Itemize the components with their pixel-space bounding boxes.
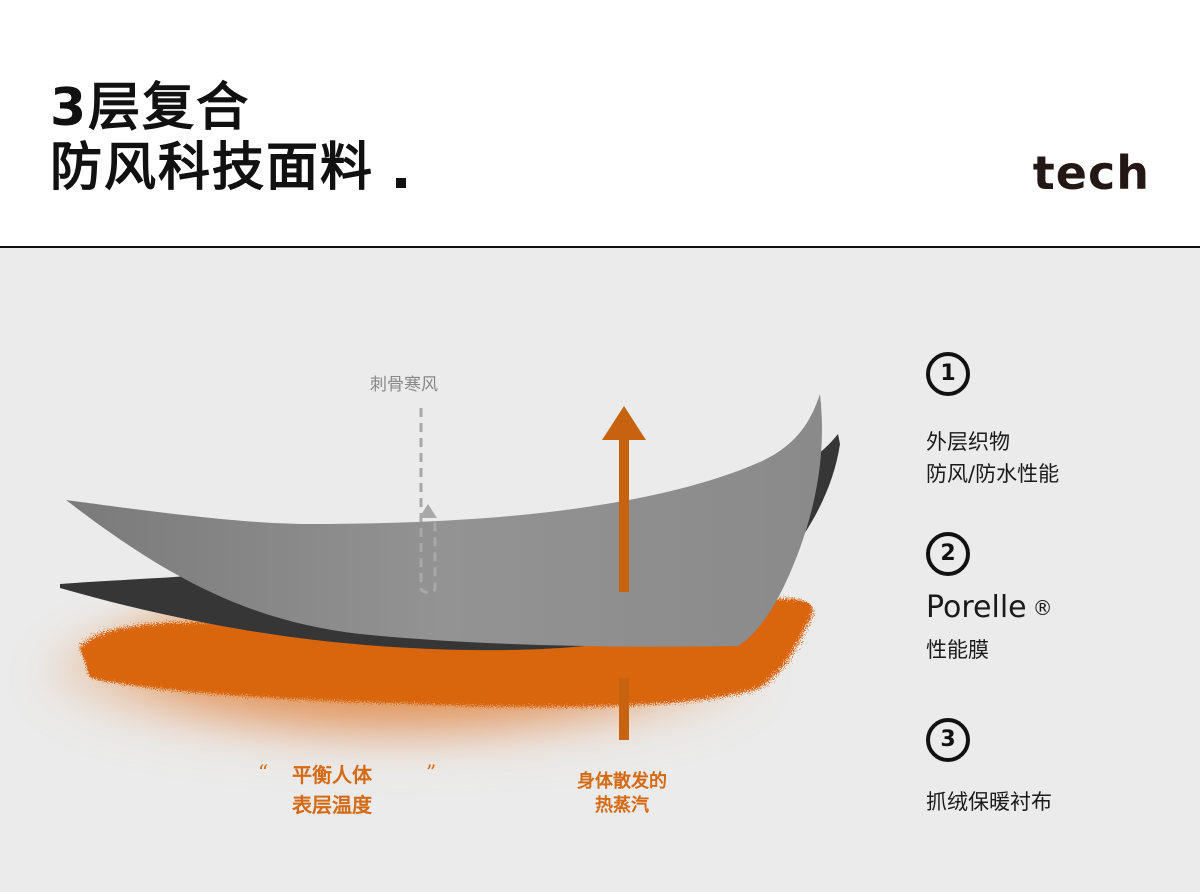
layer-1-line-1: 外层织物 — [926, 426, 1010, 458]
layer-1-line-2: 防风/防水性能 — [926, 458, 1059, 490]
fabric-diagram: 刺骨寒风 “ 平衡人体 表层温度 ” 身体散发的 热蒸汽 1 外层织物 防风/防… — [0, 248, 1200, 892]
steam-line-1: 身体散发的 — [566, 770, 678, 794]
layer-number-badge: 2 — [926, 532, 970, 576]
fabric-layers-illustration — [0, 248, 900, 892]
title-period-mark — [396, 178, 406, 188]
registered-mark: ® — [1033, 596, 1053, 620]
balance-temperature-label: 平衡人体 表层温度 — [292, 760, 372, 820]
porelle-name: Porelle — [926, 590, 1027, 625]
cold-wind-label: 刺骨寒风 — [370, 370, 438, 395]
porelle-brand: Porelle® — [926, 592, 1053, 624]
header: 3层复合 防风科技面料 tech — [0, 0, 1200, 246]
brand-logo: tech — [1033, 150, 1150, 196]
balance-quote-close: ” — [426, 760, 436, 784]
balance-line-2: 表层温度 — [292, 790, 372, 820]
steam-arrow-shaft — [619, 440, 629, 592]
balance-line-1: 平衡人体 — [292, 760, 372, 790]
steam-arrow-tail — [619, 678, 629, 740]
steam-arrow-head — [602, 406, 646, 440]
layer-2-line-2: 性能膜 — [926, 634, 989, 666]
layer-number-badge: 1 — [926, 352, 970, 396]
body-steam-label: 身体散发的 热蒸汽 — [566, 770, 678, 818]
steam-line-2: 热蒸汽 — [566, 794, 678, 818]
balance-quote-open: “ — [258, 760, 268, 784]
page-title-line-1: 3层复合 — [50, 82, 250, 134]
layer-number-badge: 3 — [926, 718, 970, 762]
page-title-line-2: 防风科技面料 — [50, 142, 374, 194]
layer-3-line-1: 抓绒保暖衬布 — [926, 786, 1052, 818]
